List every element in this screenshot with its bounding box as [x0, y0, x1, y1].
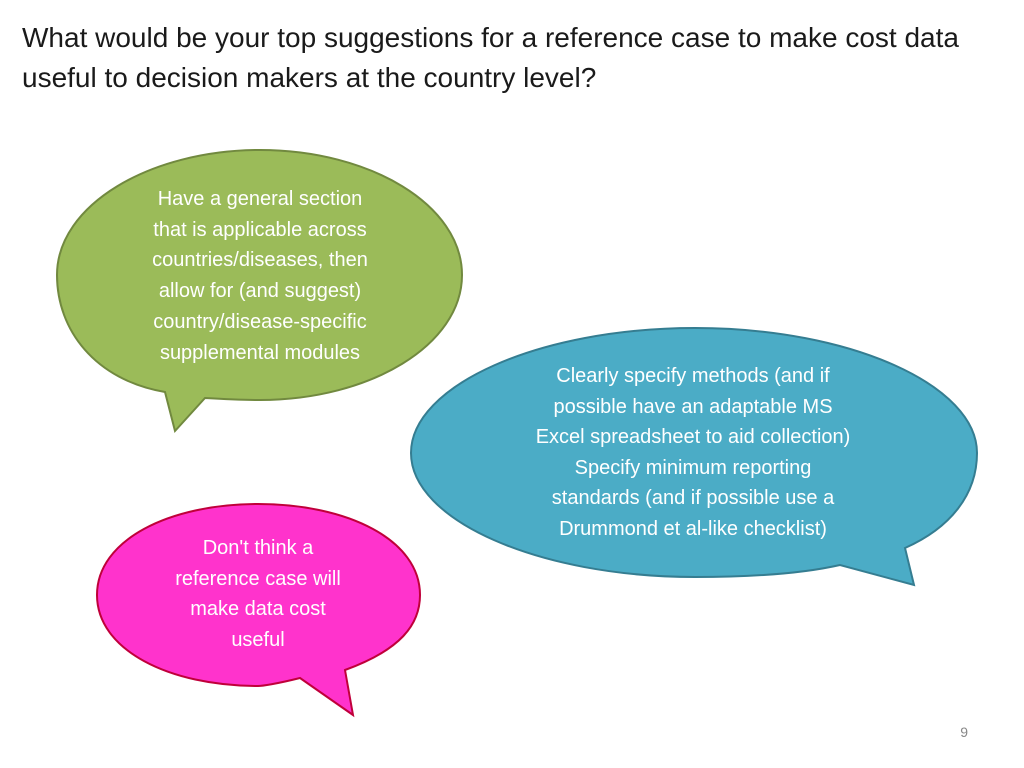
blue-bubble-line: possible have an adaptable MS [553, 395, 833, 418]
blue-bubble-line: Drummond et al-like checklist) [559, 517, 827, 540]
green-bubble-line: Have a general section [157, 188, 363, 210]
slide-title: What would be your top suggestions for a… [22, 22, 959, 93]
pink-bubble-shape [95, 502, 422, 718]
pink-bubble-text: Don't think a reference case will make d… [140, 533, 376, 655]
green-bubble-line: supplemental modules [159, 341, 361, 364]
pink-bubble-line: useful [231, 628, 285, 651]
blue-bubble-shape [409, 326, 979, 587]
pink-bubble-line: reference case will [175, 567, 341, 590]
pink-speech-bubble [95, 502, 422, 718]
green-bubble-shape [55, 148, 464, 434]
green-bubble-line: country/disease-specific [153, 310, 367, 333]
blue-bubble-text: Clearly specify methods (and if possible… [478, 361, 908, 545]
green-speech-bubble [55, 148, 464, 434]
blue-bubble-line: standards (and if possible use a [551, 487, 835, 510]
green-bubble-text: Have a general section that is applicabl… [110, 184, 410, 368]
green-bubble-line: allow for (and suggest) [158, 280, 362, 303]
green-bubble-line: that is applicable across [153, 218, 367, 241]
green-bubble-line: countries/diseases, then [152, 249, 368, 272]
blue-bubble-line: Specify minimum reporting [574, 456, 812, 479]
pink-bubble-line: make data cost [190, 598, 326, 620]
pink-bubble-line: Don't think a [202, 537, 314, 559]
blue-bubble-line: Excel spreadsheet to aid collection) [535, 426, 851, 449]
blue-speech-bubble [409, 326, 979, 587]
page-number: 9 [960, 724, 968, 740]
blue-bubble-line: Clearly specify methods (and if [556, 365, 830, 387]
